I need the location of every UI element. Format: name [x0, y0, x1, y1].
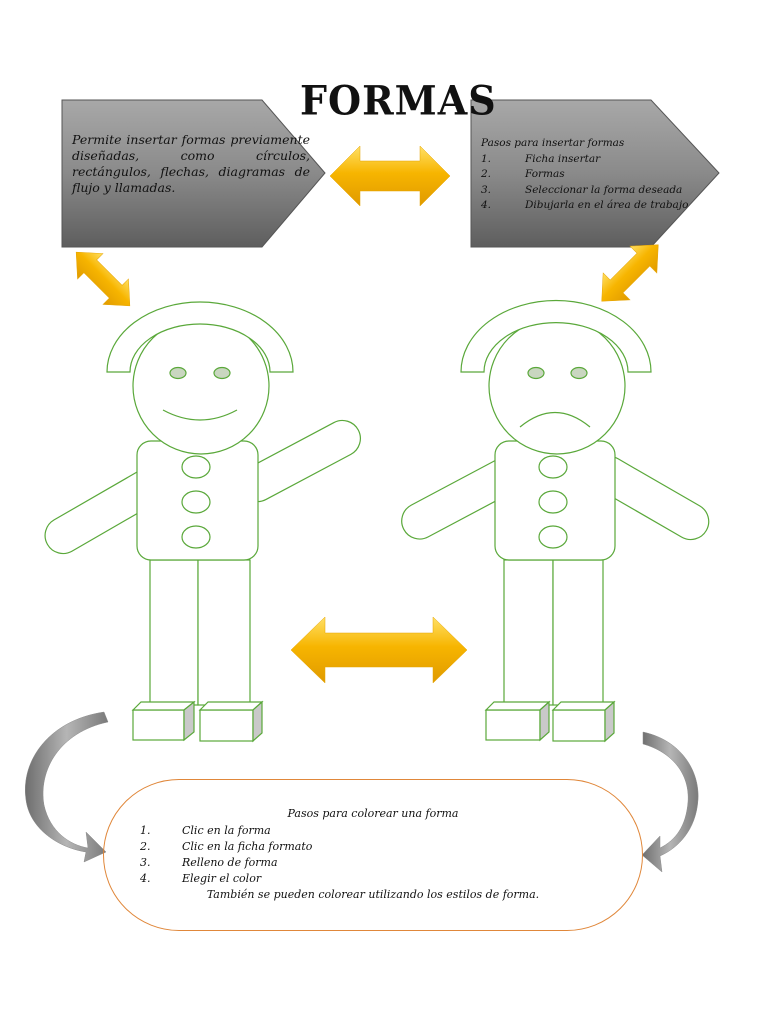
happy-figure-button-bottom [181, 525, 211, 549]
sad-figure-left-foot [484, 700, 551, 742]
happy-figure-right-eye [213, 366, 231, 380]
happy-figure-button-top [181, 455, 211, 479]
sad-figure-left-eye [527, 366, 545, 380]
step-number: 3. [481, 183, 492, 196]
happy-figure-left-foot [131, 700, 196, 742]
right-box-text: Pasos para insertar formas 1. Ficha inse… [481, 136, 711, 214]
step-number: 2. [481, 168, 492, 180]
step-number: 4. [140, 872, 151, 885]
list-item: 2. Clic en la ficha formato [140, 839, 312, 855]
step-number: 2. [140, 840, 151, 853]
sad-figure [401, 299, 710, 743]
sad-figure-hat [460, 299, 652, 373]
left-pentagon-shape [61, 99, 326, 248]
step-text: Formas [525, 168, 565, 180]
list-item: 3. Relleno de forma [140, 855, 312, 871]
sad-figure-button-middle [538, 490, 568, 514]
step-text: Seleccionar la forma deseada [525, 183, 683, 196]
happy-figure-button-middle [181, 490, 211, 514]
step-number: 1. [140, 824, 151, 837]
middle-double-arrow [290, 616, 468, 684]
step-number: 3. [140, 856, 151, 869]
sad-figure-frown [519, 411, 591, 428]
happy-figure-smile [162, 409, 238, 421]
coloring-steps-list: 1. Clic en la forma 2. Clic en la ficha … [140, 823, 312, 887]
sad-figure-button-bottom [538, 525, 568, 549]
happy-figure-right-leg [197, 559, 251, 706]
list-item: 1. Ficha insertar [481, 152, 711, 168]
list-item: 4. Elegir el color [140, 871, 312, 887]
step-text: Clic en la forma [182, 824, 271, 837]
right-curved-arrow [641, 731, 699, 873]
coloring-note: También se pueden colorear utilizando lo… [206, 888, 540, 901]
sad-figure-button-top [538, 455, 568, 479]
step-text: Dibujarla en el área de trabajo [525, 199, 689, 211]
step-text: Clic en la ficha formato [182, 840, 313, 853]
sad-figure-right-foot [551, 700, 616, 743]
left-diagonal-double-arrow [75, 251, 131, 307]
sad-figure-right-eye [570, 366, 588, 380]
happy-figure-head [132, 317, 270, 455]
right-diagonal-double-arrow [601, 244, 659, 302]
step-text: Relleno de forma [182, 856, 278, 869]
happy-figure-hat [106, 301, 294, 373]
list-item: 3. Seleccionar la forma deseada [481, 183, 711, 199]
step-number: 1. [481, 152, 492, 165]
coloring-steps-heading: Pasos para colorear una forma [287, 807, 459, 820]
happy-figure [44, 301, 361, 743]
happy-figure-right-foot [198, 700, 264, 743]
page-title: FORMAS [300, 76, 497, 125]
happy-figure-left-leg [149, 559, 199, 706]
top-double-arrow [329, 145, 451, 207]
left-box-text: Permite insertar formas previamente dise… [72, 132, 310, 195]
coloring-steps-box: Pasos para colorear una forma 1. Clic en… [103, 779, 643, 931]
step-number: 4. [481, 199, 492, 211]
list-item: 4. Dibujarla en el área de trabajo [481, 198, 711, 214]
list-item: 2. Formas [481, 167, 711, 183]
left-curved-arrow [24, 711, 109, 863]
step-text: Ficha insertar [525, 152, 601, 165]
sad-figure-right-leg [552, 559, 604, 706]
sad-figure-head [488, 317, 626, 455]
sad-figure-left-leg [503, 559, 554, 706]
happy-figure-left-eye [169, 366, 187, 380]
list-item: 1. Clic en la forma [140, 823, 312, 839]
right-box-heading: Pasos para insertar formas [481, 137, 625, 149]
step-text: Elegir el color [182, 872, 262, 885]
right-pentagon-shape [470, 99, 720, 248]
